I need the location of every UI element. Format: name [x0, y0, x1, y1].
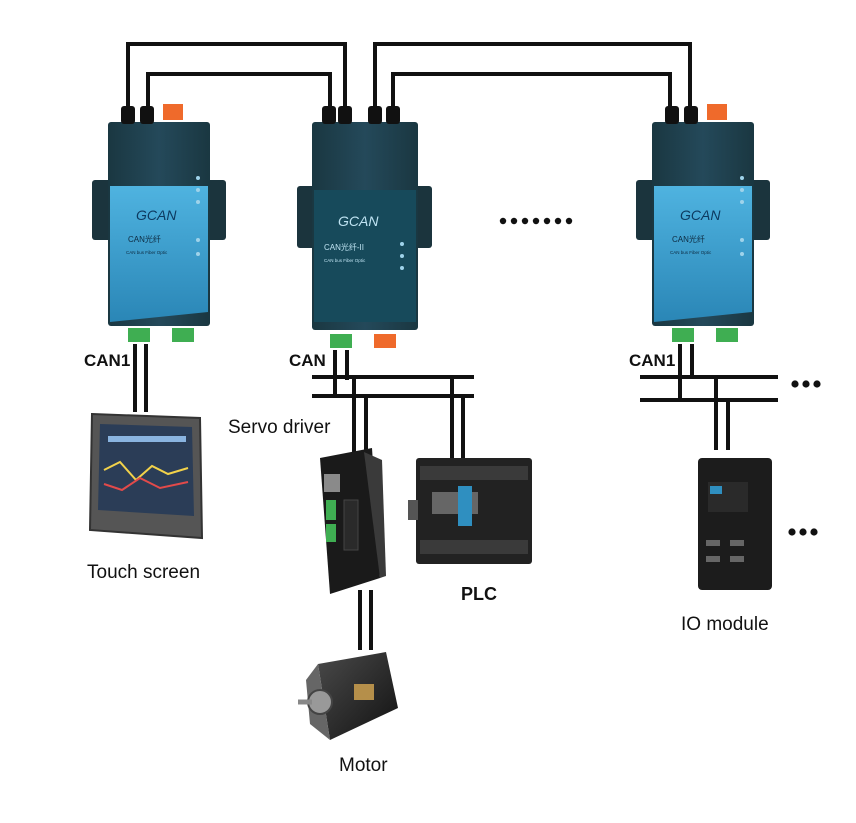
can-bus-wiring — [133, 344, 778, 650]
io-module-image — [698, 458, 772, 590]
left-brand: GCAN — [136, 207, 177, 223]
right-subtitle: CAN bus Fiber Optic — [670, 250, 712, 255]
fiber-cables — [126, 42, 692, 110]
can-mid-label: CAN — [289, 351, 326, 370]
middle-can-fiber-converter — [297, 106, 432, 348]
right-brand: GCAN — [680, 207, 721, 223]
ellipsis-icon — [788, 528, 818, 536]
ellipsis-icon — [499, 217, 573, 225]
can1-left-label: CAN1 — [84, 351, 131, 370]
right-model: CAN光纤 — [672, 234, 705, 244]
left-subtitle: CAN bus Fiber Optic — [126, 250, 168, 255]
servo-driver-image — [320, 448, 386, 594]
left-model: CAN光纤 — [128, 234, 161, 244]
touch-screen-image — [88, 412, 204, 540]
motor-label: Motor — [339, 755, 388, 776]
plc-label: PLC — [461, 584, 497, 604]
mid-brand: GCAN — [338, 213, 379, 229]
can1-right-label: CAN1 — [629, 351, 676, 370]
right-can-fiber-converter — [636, 104, 770, 342]
motor-image — [298, 652, 398, 740]
io-module-label: IO module — [681, 614, 769, 635]
mid-model: CAN光纤-II — [324, 242, 364, 252]
mid-subtitle: CAN bus Fiber Optic — [324, 258, 366, 263]
ellipsis-icon — [791, 380, 821, 388]
touch-screen-label: Touch screen — [87, 562, 201, 583]
plc-image — [408, 458, 532, 564]
servo-driver-label: Servo driver — [228, 417, 331, 438]
left-can-fiber-converter — [92, 104, 226, 342]
